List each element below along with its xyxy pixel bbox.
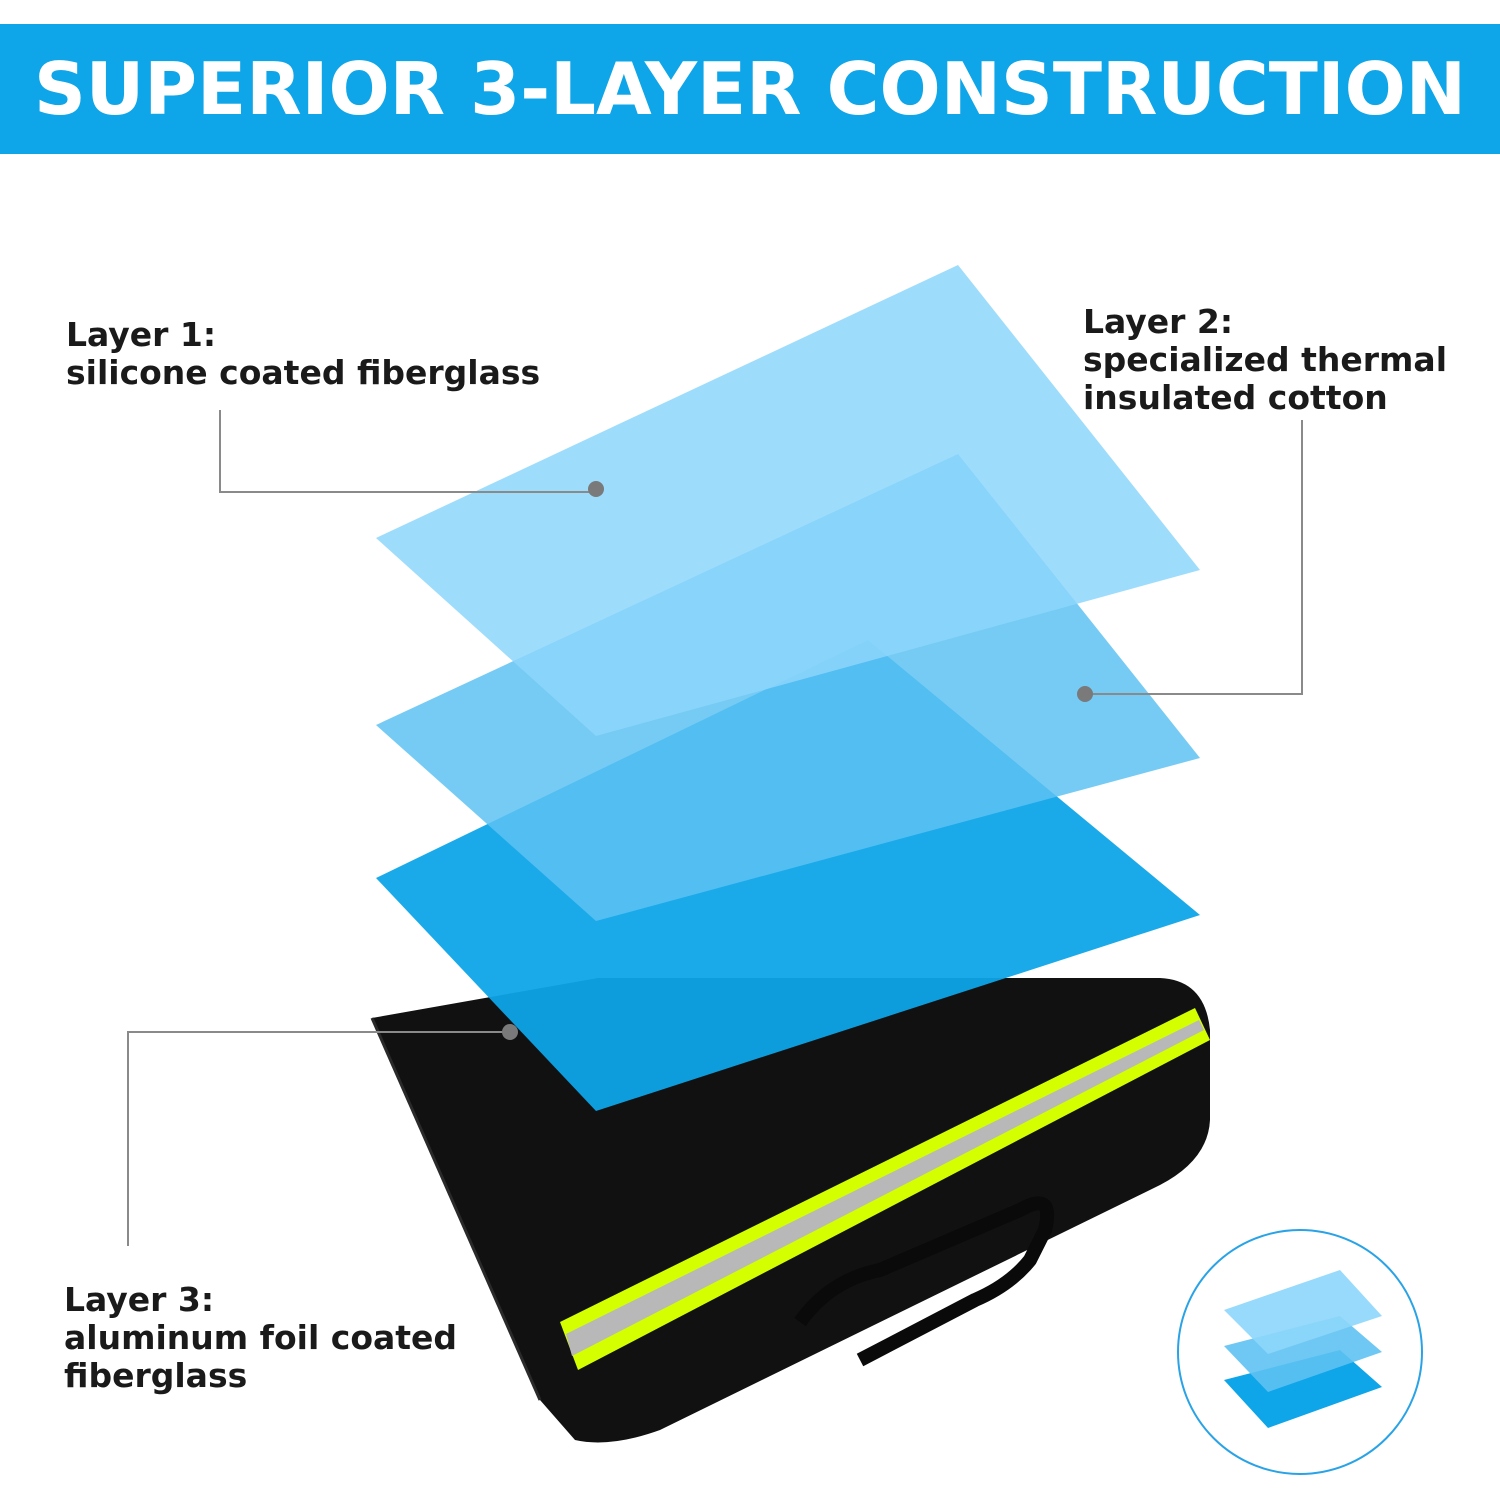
leader-dot-layer-1	[588, 481, 604, 497]
layers-badge-icon	[1177, 1229, 1423, 1475]
layer-3-description-line-1: aluminum foil coated	[64, 1318, 458, 1357]
banner-title: SUPERIOR 3-LAYER CONSTRUCTION	[33, 47, 1467, 131]
handle-icon	[794, 1196, 1055, 1367]
leader-line-layer-1	[219, 410, 596, 493]
layer-2-description-line-1: specialized thermal	[1083, 340, 1447, 379]
layer-1-label: Layer 1: silicone coated fiberglass	[66, 316, 540, 392]
layer-2-heading: Layer 2:	[1083, 302, 1234, 341]
leader-dot-layer-2	[1077, 686, 1093, 702]
leader-line-layer-3	[127, 1031, 510, 1246]
leader-dot-layer-3	[502, 1024, 518, 1040]
layer-2-label: Layer 2: specialized thermal insulated c…	[1083, 303, 1447, 417]
layer-3-description-line-2: fiberglass	[64, 1356, 248, 1395]
reflective-stripe-icon	[560, 1008, 1210, 1370]
layer-1-sheet	[376, 265, 1200, 736]
layer-2-description-line-2: insulated cotton	[1083, 378, 1388, 417]
layer-1-heading: Layer 1:	[66, 315, 217, 354]
layer-1-description: silicone coated fiberglass	[66, 353, 541, 392]
layer-3-heading: Layer 3:	[64, 1280, 215, 1319]
leader-line-layer-2	[1085, 420, 1303, 695]
title-banner: SUPERIOR 3-LAYER CONSTRUCTION	[0, 24, 1500, 154]
layer-3-label: Layer 3: aluminum foil coated fiberglass	[64, 1281, 457, 1395]
